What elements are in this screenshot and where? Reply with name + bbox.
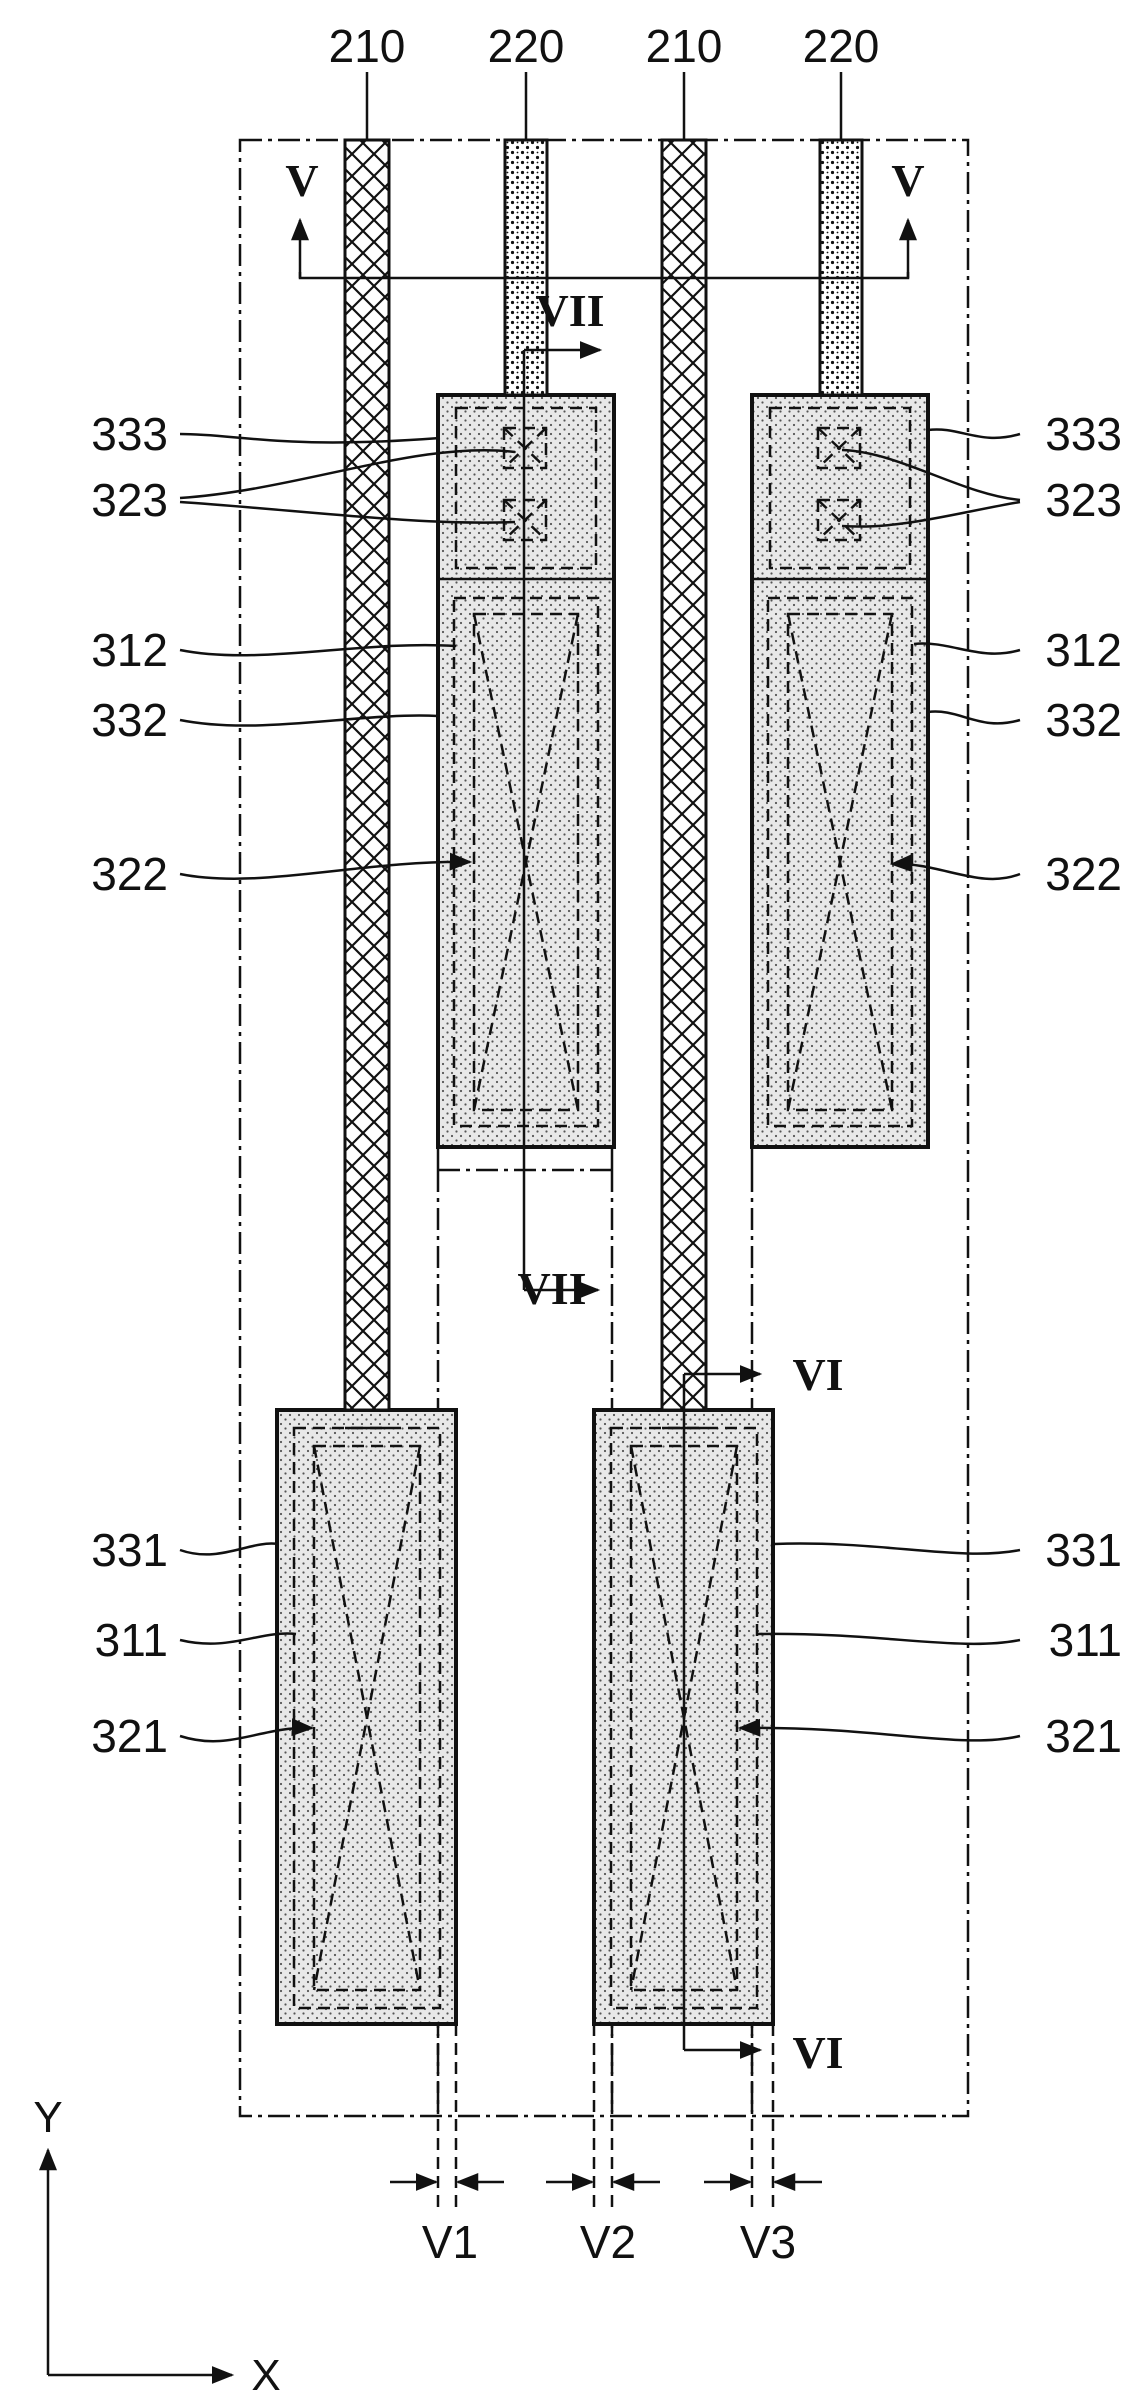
line-210-right [662,140,706,1410]
section-vii-bottom-label: VII [517,1263,586,1314]
right-label-332: 332 [1045,694,1122,746]
left-label-321: 321 [91,1710,168,1762]
line-220-left [505,140,547,395]
axis-x-label: X [251,2351,280,2400]
right-label-312: 312 [1045,624,1122,676]
electrode-332-left [438,395,614,1147]
label-220-second: 220 [803,20,880,72]
gap-label-v2: V2 [580,2216,636,2268]
line-210-left [345,140,389,1410]
line-220-right [820,140,862,395]
right-label-331: 331 [1045,1524,1122,1576]
section-v-left-label: V [285,155,318,206]
axis-indicator: Y X [33,2093,280,2400]
upper-left-electrode [438,395,614,1147]
axis-y-label: Y [33,2093,62,2142]
left-label-331: 331 [91,1524,168,1576]
section-vi-bottom-label: VI [792,2027,843,2078]
section-vii-top-label: VII [535,285,604,336]
left-label-323: 323 [91,474,168,526]
label-220-first: 220 [488,20,565,72]
right-label-333: 333 [1045,408,1122,460]
right-label-321: 321 [1045,1710,1122,1762]
left-label-333: 333 [91,408,168,460]
right-label-322: 322 [1045,848,1122,900]
lower-left-electrode [277,1410,456,2024]
left-label-311: 311 [95,1614,168,1666]
gap-label-v3: V3 [740,2216,796,2268]
section-vi-top-label: VI [792,1349,843,1400]
label-210-first: 210 [329,20,406,72]
label-210-second: 210 [646,20,723,72]
right-label-311: 311 [1049,1614,1122,1666]
right-label-323: 323 [1045,474,1122,526]
left-label-332: 332 [91,694,168,746]
left-label-322: 322 [91,848,168,900]
gap-dimensions: V1 V2 V3 [390,2024,822,2268]
gap-label-v1: V1 [422,2216,478,2268]
left-label-312: 312 [91,624,168,676]
upper-right-electrode [752,395,928,1147]
section-v-right-label: V [891,155,924,206]
electrode-332-right [752,395,928,1147]
